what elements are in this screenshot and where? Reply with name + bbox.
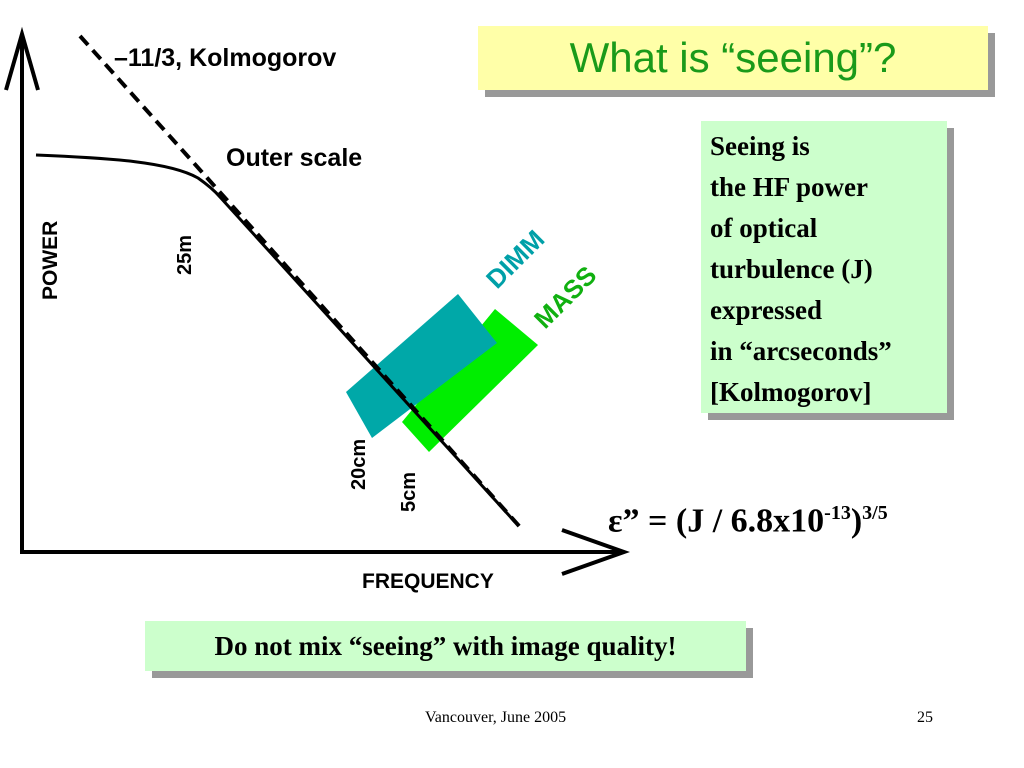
explanation-box: Seeing is the HF power of optical turbul… bbox=[701, 121, 947, 413]
formula-exponent-2: 3/5 bbox=[862, 502, 888, 524]
mass-label: MASS bbox=[528, 260, 602, 334]
explanation-line: [Kolmogorov] bbox=[710, 377, 872, 407]
dimm-label: DIMM bbox=[480, 224, 550, 294]
power-axis-label: POWER bbox=[39, 221, 62, 300]
explanation-line: expressed bbox=[710, 295, 822, 325]
dimm-band bbox=[346, 294, 497, 438]
slide-title: What is “seeing”? bbox=[569, 34, 897, 81]
scale-25m-label: 25m bbox=[174, 235, 196, 275]
formula-exponent-1: -13 bbox=[824, 502, 851, 524]
warning-text: Do not mix “seeing” with image quality! bbox=[214, 630, 677, 661]
warning-box: Do not mix “seeing” with image quality! bbox=[145, 621, 746, 671]
explanation-line: the HF power bbox=[710, 172, 868, 202]
kolmogorov-line bbox=[78, 34, 522, 529]
explanation-line: Seeing is bbox=[710, 131, 810, 161]
scale-5cm-label: 5cm bbox=[398, 472, 420, 512]
frequency-axis-label: FREQUENCY bbox=[362, 570, 494, 593]
scale-20cm-label: 20cm bbox=[348, 439, 370, 490]
explanation-line: of optical bbox=[710, 213, 818, 243]
seeing-formula: ε” = (J / 6.8x10-13)3/5 bbox=[608, 502, 888, 540]
page-number: 25 bbox=[917, 709, 933, 726]
footer-location: Vancouver, June 2005 bbox=[425, 709, 567, 726]
outer-scale-curve bbox=[35, 153, 517, 524]
explanation-line: turbulence (J) bbox=[710, 254, 873, 284]
y-axis-arrowhead bbox=[4, 26, 40, 91]
title-box: What is “seeing”? bbox=[478, 26, 988, 90]
explanation-line: in “arcseconds” bbox=[710, 336, 892, 366]
formula-close: ) bbox=[850, 502, 863, 540]
mass-band bbox=[402, 309, 538, 452]
x-axis-arrowhead bbox=[561, 528, 630, 576]
formula-base: ε” = (J / 6.8x10 bbox=[608, 502, 825, 540]
outer-scale-label: Outer scale bbox=[226, 144, 362, 172]
slope-label: –11/3, Kolmogorov bbox=[114, 44, 336, 72]
